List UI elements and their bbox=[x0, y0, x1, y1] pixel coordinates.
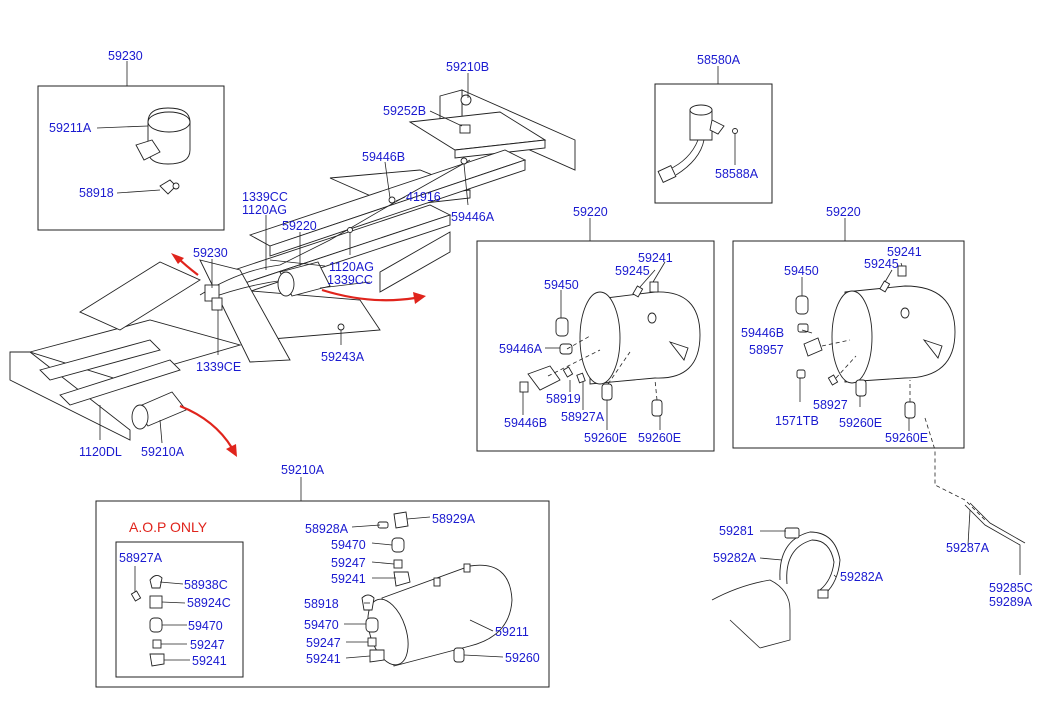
part-label[interactable]: 59247 bbox=[190, 638, 225, 652]
part-label[interactable]: 1120DL bbox=[79, 445, 122, 459]
part-label[interactable]: 59470 bbox=[331, 538, 366, 552]
part-label[interactable]: 59285C bbox=[989, 581, 1033, 595]
part-label[interactable]: 59260E bbox=[638, 431, 681, 445]
part-label[interactable]: 59260E bbox=[839, 416, 882, 430]
part-label[interactable]: 1120AG bbox=[329, 260, 374, 274]
tank-59210a-on-chassis bbox=[131, 391, 187, 430]
part-label[interactable]: 59220 bbox=[282, 219, 317, 233]
part-label[interactable]: 58580A bbox=[697, 53, 741, 67]
part-label[interactable]: 59446B bbox=[504, 416, 547, 430]
part-label[interactable]: 58929A bbox=[432, 512, 476, 526]
part-label[interactable]: 59470 bbox=[188, 619, 223, 633]
tank-outline bbox=[711, 579, 791, 649]
air-tank-59211 bbox=[367, 563, 513, 667]
box-59220-left-detail bbox=[476, 240, 715, 452]
part-label[interactable]: 58928A bbox=[305, 522, 349, 536]
part-label[interactable]: 58918 bbox=[304, 597, 339, 611]
drain-cap-small-icon bbox=[460, 94, 472, 106]
part-label[interactable]: 58918 bbox=[79, 186, 114, 200]
part-label[interactable]: 58927A bbox=[119, 551, 163, 565]
chassis-frame bbox=[9, 89, 576, 441]
drain-cap-icon bbox=[135, 107, 191, 165]
box-59210a-detail bbox=[95, 500, 550, 688]
part-label[interactable]: 59247 bbox=[306, 636, 341, 650]
box-58580a-detail bbox=[654, 83, 773, 204]
bracket-icon bbox=[459, 124, 471, 134]
part-label[interactable]: 1339CC bbox=[327, 273, 373, 287]
part-label[interactable]: 58588A bbox=[715, 167, 759, 181]
part-label[interactable]: 1120AG bbox=[242, 203, 287, 217]
part-label[interactable]: 59446B bbox=[741, 326, 784, 340]
part-label[interactable]: 1339CE bbox=[196, 360, 241, 374]
part-label[interactable]: 59281 bbox=[719, 524, 754, 538]
part-label[interactable]: 41916 bbox=[406, 190, 441, 204]
part-label[interactable]: 59210B bbox=[446, 60, 489, 74]
part-label[interactable]: 59241 bbox=[192, 654, 227, 668]
part-label[interactable]: 59211A bbox=[49, 121, 92, 135]
dryer-module-icon bbox=[657, 104, 738, 183]
part-label[interactable]: 59450 bbox=[544, 278, 579, 292]
clip-icon bbox=[460, 157, 468, 165]
aop-note: A.O.P ONLY bbox=[129, 519, 208, 535]
part-label[interactable]: 59230 bbox=[108, 49, 143, 63]
air-tube bbox=[964, 502, 1026, 575]
part-label[interactable]: 59446A bbox=[451, 210, 495, 224]
part-label[interactable]: 59289A bbox=[989, 595, 1033, 609]
part-label[interactable]: 59260E bbox=[885, 431, 928, 445]
part-label[interactable]: 59241 bbox=[887, 245, 922, 259]
part-label[interactable]: 59247 bbox=[331, 556, 366, 570]
part-label[interactable]: 59241 bbox=[638, 251, 673, 265]
box-59230-detail bbox=[37, 85, 225, 231]
part-label[interactable]: 58938C bbox=[184, 578, 228, 592]
part-label[interactable]: 59245 bbox=[615, 264, 650, 278]
clip-icon bbox=[388, 196, 396, 204]
fittings-set-a bbox=[519, 281, 663, 417]
part-label[interactable]: 59282A bbox=[713, 551, 757, 565]
part-label[interactable]: 59210A bbox=[141, 445, 185, 459]
part-label[interactable]: 58927 bbox=[813, 398, 848, 412]
part-label[interactable]: 58957 bbox=[749, 343, 784, 357]
part-label[interactable]: 59210A bbox=[281, 463, 325, 477]
valve-cluster-icon bbox=[204, 284, 223, 311]
fittings-set-c bbox=[361, 511, 465, 663]
part-label[interactable]: 59241 bbox=[331, 572, 366, 586]
air-tank-59220-b bbox=[831, 285, 956, 384]
part-label[interactable]: 59287A bbox=[946, 541, 990, 555]
part-label[interactable]: 59470 bbox=[304, 618, 339, 632]
clip-icon bbox=[347, 227, 353, 233]
part-label[interactable]: 59260E bbox=[584, 431, 627, 445]
part-label[interactable]: 59446B bbox=[362, 150, 405, 164]
part-label[interactable]: 59243A bbox=[321, 350, 365, 364]
box-59220-right-detail bbox=[732, 240, 965, 449]
part-label[interactable]: 59245 bbox=[864, 257, 899, 271]
part-label[interactable]: 58924C bbox=[187, 596, 231, 610]
part-label[interactable]: 1339CC bbox=[242, 190, 288, 204]
part-label[interactable]: 1571TB bbox=[775, 414, 819, 428]
clip-icon bbox=[337, 323, 345, 331]
part-label[interactable]: 59260 bbox=[505, 651, 540, 665]
fittings-set-b bbox=[795, 265, 916, 419]
aop-fittings bbox=[130, 575, 165, 667]
air-tank-59220-a bbox=[579, 291, 701, 385]
part-label[interactable]: 59252B bbox=[383, 104, 426, 118]
box-aop-detail bbox=[115, 541, 244, 678]
part-label[interactable]: 59241 bbox=[306, 652, 341, 666]
part-label[interactable]: 59446A bbox=[499, 342, 543, 356]
part-label[interactable]: 59211 bbox=[495, 625, 529, 639]
part-label[interactable]: 58927A bbox=[561, 410, 605, 424]
part-label[interactable]: 58919 bbox=[546, 392, 581, 406]
elbow-fitting-icon bbox=[159, 179, 180, 195]
part-label[interactable]: 59220 bbox=[573, 205, 608, 219]
tank-strap-59282a bbox=[779, 527, 841, 599]
tank-59220-on-chassis bbox=[277, 261, 331, 297]
part-label[interactable]: 59220 bbox=[826, 205, 861, 219]
part-label[interactable]: 59230 bbox=[193, 246, 228, 260]
part-label[interactable]: 59282A bbox=[840, 570, 884, 584]
part-label[interactable]: 59450 bbox=[784, 264, 819, 278]
